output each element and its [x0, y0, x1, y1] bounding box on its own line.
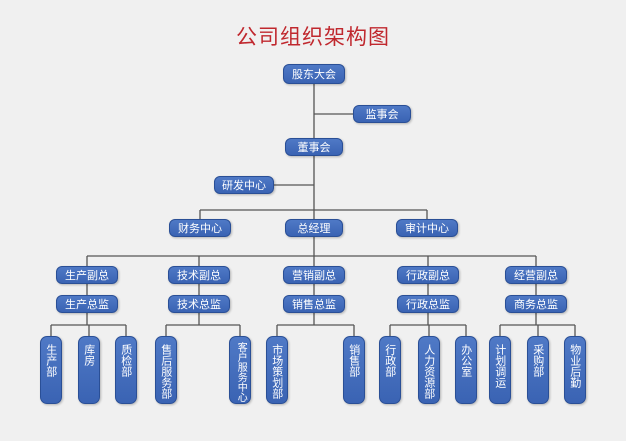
node-vp-tech[interactable]: 技术副总	[168, 266, 230, 284]
node-dir-tech[interactable]: 技术总监	[168, 295, 230, 313]
node-board[interactable]: 董事会	[285, 138, 343, 156]
node-dir-sales[interactable]: 销售总监	[283, 295, 345, 313]
node-dept-aftersales[interactable]: 售后服务部	[155, 336, 177, 404]
node-dept-planning[interactable]: 计划调运	[489, 336, 511, 404]
node-shareholders[interactable]: 股东大会	[283, 64, 345, 84]
node-finance[interactable]: 财务中心	[169, 219, 231, 237]
node-dept-warehouse[interactable]: 库房	[78, 336, 100, 404]
node-gm[interactable]: 总经理	[285, 219, 343, 237]
node-dept-production[interactable]: 生产部	[40, 336, 62, 404]
node-audit[interactable]: 审计中心	[396, 219, 458, 237]
node-dept-qc[interactable]: 质检部	[115, 336, 137, 404]
node-dept-office[interactable]: 办公室	[455, 336, 477, 404]
node-dept-admin[interactable]: 行政部	[379, 336, 401, 404]
node-vp-production[interactable]: 生产副总	[56, 266, 118, 284]
node-vp-admin[interactable]: 行政副总	[397, 266, 459, 284]
node-dept-purchasing[interactable]: 采购部	[527, 336, 549, 404]
node-dir-business[interactable]: 商务总监	[505, 295, 567, 313]
node-vp-marketing[interactable]: 营销副总	[283, 266, 345, 284]
node-dept-hr[interactable]: 人力资源部	[418, 336, 440, 404]
node-dept-logistics[interactable]: 物业后勤	[564, 336, 586, 404]
node-supervisors[interactable]: 监事会	[353, 105, 411, 123]
node-dept-sales[interactable]: 销售部	[343, 336, 365, 404]
node-vp-operations[interactable]: 经营副总	[505, 266, 567, 284]
node-dept-market-planning[interactable]: 市场策划部	[266, 336, 288, 404]
node-dept-customer-service[interactable]: 客户服务中心	[229, 336, 251, 404]
chart-title: 公司组织架构图	[236, 25, 390, 49]
node-dir-production[interactable]: 生产总监	[56, 295, 118, 313]
node-dir-admin[interactable]: 行政总监	[397, 295, 459, 313]
node-rnd[interactable]: 研发中心	[214, 176, 274, 194]
